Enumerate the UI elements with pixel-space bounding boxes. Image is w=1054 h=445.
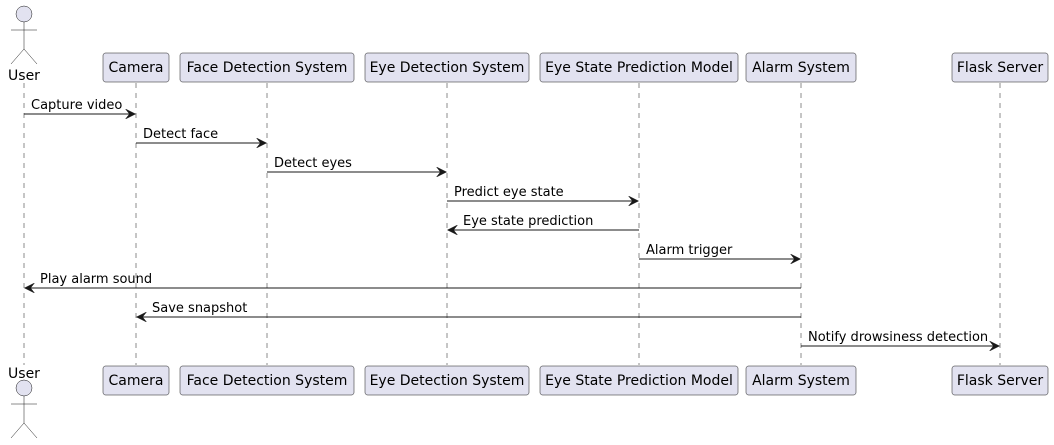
actor-body-icon (10, 396, 38, 439)
participant-label: User (8, 366, 40, 382)
participant-box (951, 365, 1049, 396)
message-label: Capture video (31, 98, 122, 113)
message-label: Detect eyes (274, 156, 352, 171)
participant-camera-top: Camera (102, 52, 170, 83)
message-alarm-trigger: Alarm trigger (639, 243, 801, 259)
actor-user-top: User (8, 5, 40, 84)
participant-eye-bottom: Eye Detection System (364, 365, 530, 396)
message-label: Play alarm sound (40, 272, 152, 287)
participant-label: Eye State Prediction Model (545, 373, 733, 389)
participant-box (539, 365, 739, 396)
message-label: Predict eye state (454, 185, 564, 200)
participant-alarm-bottom: Alarm System (745, 365, 857, 396)
actor-body-icon (10, 22, 38, 65)
participant-label: Flask Server (957, 60, 1044, 76)
message-detect-face: Detect face (136, 127, 267, 143)
message-save-snapshot: Save snapshot (136, 301, 801, 317)
participant-box (102, 365, 170, 396)
participant-camera-bottom: Camera (102, 365, 170, 396)
participant-label: Alarm System (752, 60, 850, 76)
participant-box (745, 52, 857, 83)
message-label: Detect face (143, 127, 218, 142)
message-detect-eyes: Detect eyes (267, 156, 447, 172)
message-label: Save snapshot (152, 301, 247, 316)
participant-label: Camera (109, 60, 164, 76)
participant-box (364, 52, 530, 83)
participant-face-top: Face Detection System (179, 52, 355, 83)
participant-eye-top: Eye Detection System (364, 52, 530, 83)
actor-head-icon (15, 5, 33, 23)
message-label: Notify drowsiness detection (808, 330, 988, 345)
message-play-alarm-sound: Play alarm sound (24, 272, 801, 288)
participant-label: Face Detection System (187, 60, 348, 76)
message-capture-video: Capture video (24, 98, 136, 114)
participant-box (179, 52, 355, 83)
message-label: Eye state prediction (463, 214, 593, 229)
participant-box (364, 365, 530, 396)
participant-label: Camera (109, 373, 164, 389)
participant-label: Flask Server (957, 373, 1044, 389)
participant-label: Alarm System (752, 373, 850, 389)
participant-box (102, 52, 170, 83)
message-notify-drowsiness-detection: Notify drowsiness detection (801, 330, 1000, 346)
participant-label: Eye Detection System (370, 60, 525, 76)
participant-flask-bottom: Flask Server (951, 365, 1049, 396)
message-label: Alarm trigger (646, 243, 733, 258)
participant-model-top: Eye State Prediction Model (539, 52, 739, 83)
participant-label: Face Detection System (187, 373, 348, 389)
participant-label: User (8, 68, 40, 84)
participant-flask-top: Flask Server (951, 52, 1049, 83)
actor-user-bottom: User (8, 366, 40, 439)
actor-head-icon (15, 379, 33, 397)
participant-box (745, 365, 857, 396)
participant-box (951, 52, 1049, 83)
participant-label: Eye Detection System (370, 373, 525, 389)
participant-model-bottom: Eye State Prediction Model (539, 365, 739, 396)
participant-face-bottom: Face Detection System (179, 365, 355, 396)
participant-alarm-top: Alarm System (745, 52, 857, 83)
participant-label: Eye State Prediction Model (545, 60, 733, 76)
message-predict-eye-state: Predict eye state (447, 185, 639, 201)
participant-box (539, 52, 739, 83)
participant-box (179, 365, 355, 396)
message-eye-state-prediction: Eye state prediction (447, 214, 639, 230)
